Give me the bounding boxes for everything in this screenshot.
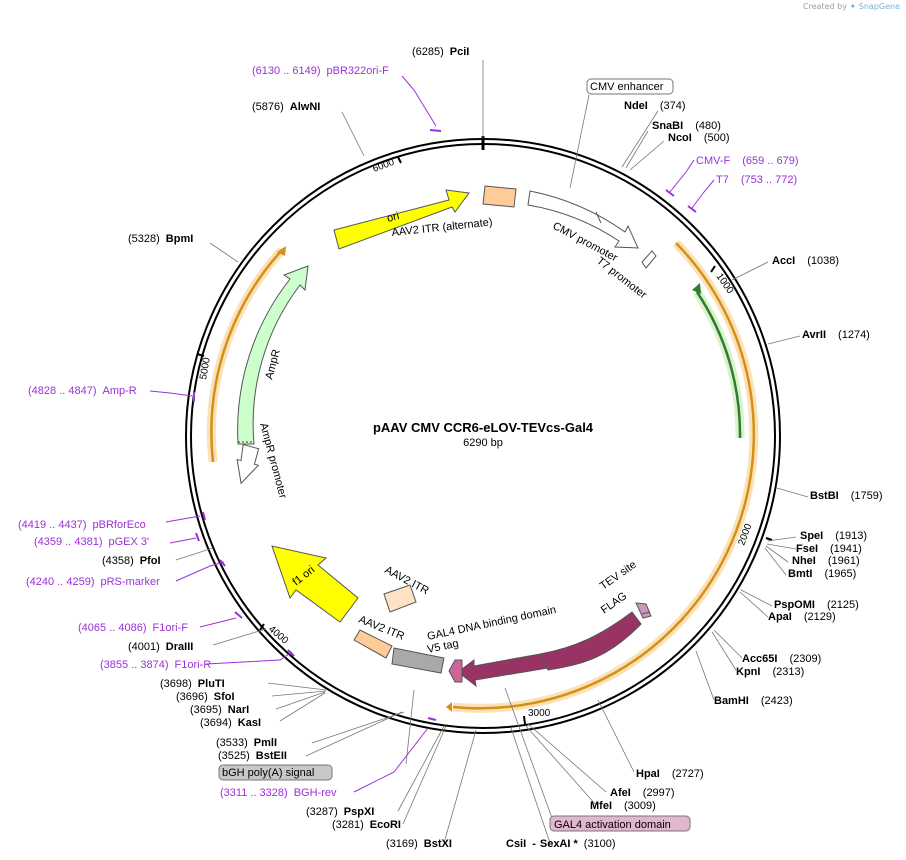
site-kpni[interactable]: KpnI(2313) — [736, 666, 804, 678]
plasmid-name: pAAV CMV CCR6-eLOV-TEVcs-Gal4 — [373, 420, 594, 435]
site-pcii[interactable]: (6285)PciI — [412, 46, 469, 58]
site-mfei[interactable]: MfeI(3009) — [590, 800, 656, 812]
site-acci[interactable]: AccI(1038) — [772, 255, 839, 267]
ampr-arrow — [237, 265, 309, 445]
primer-cmv-f[interactable]: CMV-F(659 .. 679) — [696, 155, 799, 167]
tick-6000 — [397, 156, 402, 164]
site-pmli[interactable]: (3533)PmlI — [216, 737, 277, 749]
snapgene-logo-icon: ✦ — [849, 2, 857, 11]
site-pspomi[interactable]: PspOMI(2125) — [774, 599, 859, 611]
site-fsei[interactable]: FseI(1941) — [796, 543, 862, 555]
tick-5000 — [196, 353, 205, 357]
site-bstxi[interactable]: (3169)BstXI — [386, 838, 452, 850]
site-apai[interactable]: ApaI(2129) — [768, 611, 836, 623]
tev-site-label: TEV site — [598, 559, 639, 593]
cmv-promoter-arrow — [527, 190, 639, 249]
tick-1000 — [710, 265, 716, 273]
site-bsteii[interactable]: (3525)BstEII — [218, 750, 287, 762]
tick-4000 — [259, 623, 265, 631]
site-acc65i[interactable]: Acc65I(2309) — [742, 653, 821, 665]
tev-site-box — [635, 602, 652, 619]
itr-box-2 — [353, 629, 393, 659]
site-csii-sexai[interactable]: CsiI-SexAI *(3100) — [506, 838, 616, 850]
green-arc-halo — [693, 289, 745, 439]
tick-label-5000: 5000 — [198, 356, 213, 380]
site-pfoi[interactable]: (4358)PfoI — [102, 555, 161, 567]
itr-box-1 — [383, 584, 417, 613]
site-avrii[interactable]: AvrII(1274) — [802, 329, 870, 341]
site-bamhi[interactable]: BamHI(2423) — [714, 695, 793, 707]
primer-t7[interactable]: T7(753 .. 772) — [716, 174, 797, 186]
gal4-act-arrow — [539, 611, 642, 671]
gal4-act-box[interactable] — [549, 815, 691, 832]
site-bmti[interactable]: BmtI(1965) — [788, 568, 856, 580]
f1-ori-arrow — [271, 545, 359, 623]
tick-label-3000: 3000 — [528, 708, 551, 719]
green-arc — [695, 291, 742, 439]
gal4-dbd-label: GAL4 DNA binding domain — [426, 604, 557, 643]
flag-label: FLAG — [599, 590, 629, 616]
plasmid-length: 6290 bp — [463, 437, 503, 449]
primer-pbr322ori-f[interactable]: (6130 .. 6149)pBR322ori-F — [252, 65, 389, 77]
flag-mark — [641, 611, 651, 615]
site-alwni[interactable]: (5876)AlwNI — [252, 101, 320, 113]
cmv-divider — [595, 211, 602, 224]
primer-amp-r[interactable]: (4828 .. 4847)Amp-R — [28, 385, 137, 397]
watermark-brand: SnapGene — [858, 2, 900, 11]
site-leader-lines — [175, 60, 809, 844]
bgh-polya-label: bGH poly(A) signal — [222, 767, 314, 779]
tick-2000 — [765, 537, 773, 541]
itr-alternate-box — [482, 185, 517, 208]
primer-f1ori-r[interactable]: (3855 .. 3874)F1ori-R — [100, 659, 211, 671]
site-kasi[interactable]: (3694)KasI — [200, 717, 261, 729]
primer-prs-marker[interactable]: (4240 .. 4259)pRS-marker — [26, 576, 160, 588]
site-bstbi[interactable]: BstBI(1759) — [810, 490, 883, 502]
green-arc-arrow — [692, 283, 701, 294]
cmv-enhancer-label: CMV enhancer — [590, 81, 664, 93]
primer-pbrforeco[interactable]: (4419 .. 4437)pBRforEco — [18, 519, 146, 531]
primer-leader-lines — [149, 75, 715, 793]
site-sfoi[interactable]: (3696)SfoI — [176, 691, 235, 703]
site-afei[interactable]: AfeI(2997) — [610, 787, 675, 799]
site-snabi[interactable]: SnaBI(480) — [652, 120, 721, 132]
site-pspxi[interactable]: (3287)PspXI — [306, 806, 374, 818]
orf-arc-right — [452, 242, 756, 710]
site-pluti[interactable]: (3698)PluTI — [160, 678, 225, 690]
boxed-labels: CMV enhancer bGH poly(A) signal GAL4 act… — [218, 78, 691, 832]
gal4-dbd-arrow — [457, 653, 549, 688]
ampr-label: AmpR — [263, 348, 283, 381]
ori-label: ori — [386, 210, 401, 225]
primer-f1ori-f[interactable]: (4065 .. 4086)F1ori-F — [78, 622, 188, 634]
site-nhei[interactable]: NheI(1961) — [792, 555, 860, 567]
primer-bgh-rev[interactable]: (3311 .. 3328)BGH-rev — [220, 787, 337, 799]
bgh-feature-box — [391, 647, 445, 674]
site-hpai[interactable]: HpaI(2727) — [636, 768, 704, 780]
tick-3000 — [523, 715, 526, 725]
site-draiii[interactable]: (4001)DraIII — [128, 641, 193, 653]
orf-arc-left — [210, 249, 283, 463]
site-ncoi[interactable]: NcoI(500) — [668, 132, 730, 144]
t7-promoter-arrow — [641, 250, 657, 269]
orf-arc-left-arrow — [277, 246, 286, 256]
t7-promoter-label: T7 promoter — [594, 255, 649, 302]
bgh-polya-box[interactable] — [218, 764, 333, 781]
site-bpmi[interactable]: (5328)BpmI — [128, 233, 193, 245]
ampr-promoter-label: AmpR promoter — [257, 422, 289, 500]
snapgene-watermark: Created by ✦ SnapGene — [803, 2, 900, 11]
site-labels: (6285)PciI (5876)AlwNI (5328)BpmI NdeI(3… — [102, 46, 883, 850]
site-spei[interactable]: SpeI(1913) — [800, 530, 867, 542]
primer-pgex3[interactable]: (4359 .. 4381)pGEX 3' — [34, 536, 149, 548]
gal4-act-label: GAL4 activation domain — [554, 819, 671, 831]
cmv-enhancer-box[interactable] — [586, 78, 674, 95]
v5-tag-arrow — [448, 659, 463, 683]
orf-arc-right-arrow — [446, 702, 452, 712]
ori-arrow — [333, 189, 470, 250]
ampr-promoter-arrow — [236, 443, 260, 485]
site-ndei[interactable]: NdeI(374) — [624, 100, 686, 112]
primer-labels: (6130 .. 6149)pBR322ori-F CMV-F(659 .. 6… — [18, 65, 799, 799]
watermark-prefix: Created by — [802, 2, 847, 11]
site-ecori[interactable]: (3281)EcoRI — [332, 819, 401, 831]
site-nari[interactable]: (3695)NarI — [190, 704, 249, 716]
